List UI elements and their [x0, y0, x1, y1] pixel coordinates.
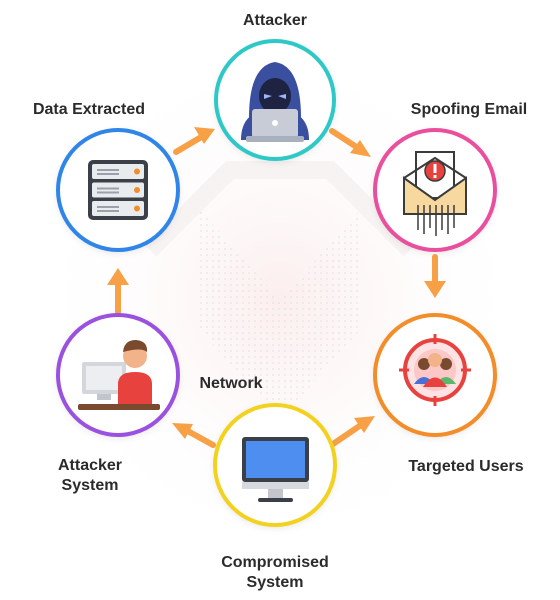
node-data-extracted [56, 128, 180, 252]
label-attacker-system: Attacker System [40, 456, 140, 496]
label-network: Network [199, 375, 263, 392]
arrows-group [107, 127, 446, 448]
node-targeted-users [373, 313, 497, 437]
node-attacker [214, 39, 336, 161]
arrow-compromised-to-attacker-system [172, 423, 216, 448]
label-spoofing-email: Spoofing Email [410, 101, 528, 118]
label-attacker-system-line2: System [61, 477, 119, 494]
node-spoofing-email [373, 128, 497, 252]
arrow-email-to-users [424, 254, 446, 298]
database-server-icon [88, 160, 148, 220]
arrow-data-to-attacker [173, 127, 215, 155]
label-compromised-system: Compromised System [190, 553, 360, 593]
arrow-attacker-to-email [329, 128, 371, 157]
label-attacker: Attacker [242, 12, 308, 29]
hooded-hacker-icon [241, 62, 309, 142]
arrow-attacker-system-to-data [107, 268, 129, 315]
target-users-icon [399, 334, 471, 406]
label-attacker-system-line1: Attacker [57, 457, 123, 474]
node-attacker-system [56, 313, 180, 437]
node-compromised-system [213, 403, 337, 527]
alert-envelope-icon [403, 151, 467, 236]
label-targeted-users: Targeted Users [408, 458, 524, 475]
person-at-computer-icon [78, 340, 160, 410]
monitor-icon [242, 437, 309, 502]
label-compromised-system-line1: Compromised [221, 554, 329, 571]
label-compromised-system-line2: System [246, 574, 304, 591]
arrow-compromised-to-users [330, 416, 375, 447]
label-data-extracted: Data Extracted [32, 101, 146, 118]
